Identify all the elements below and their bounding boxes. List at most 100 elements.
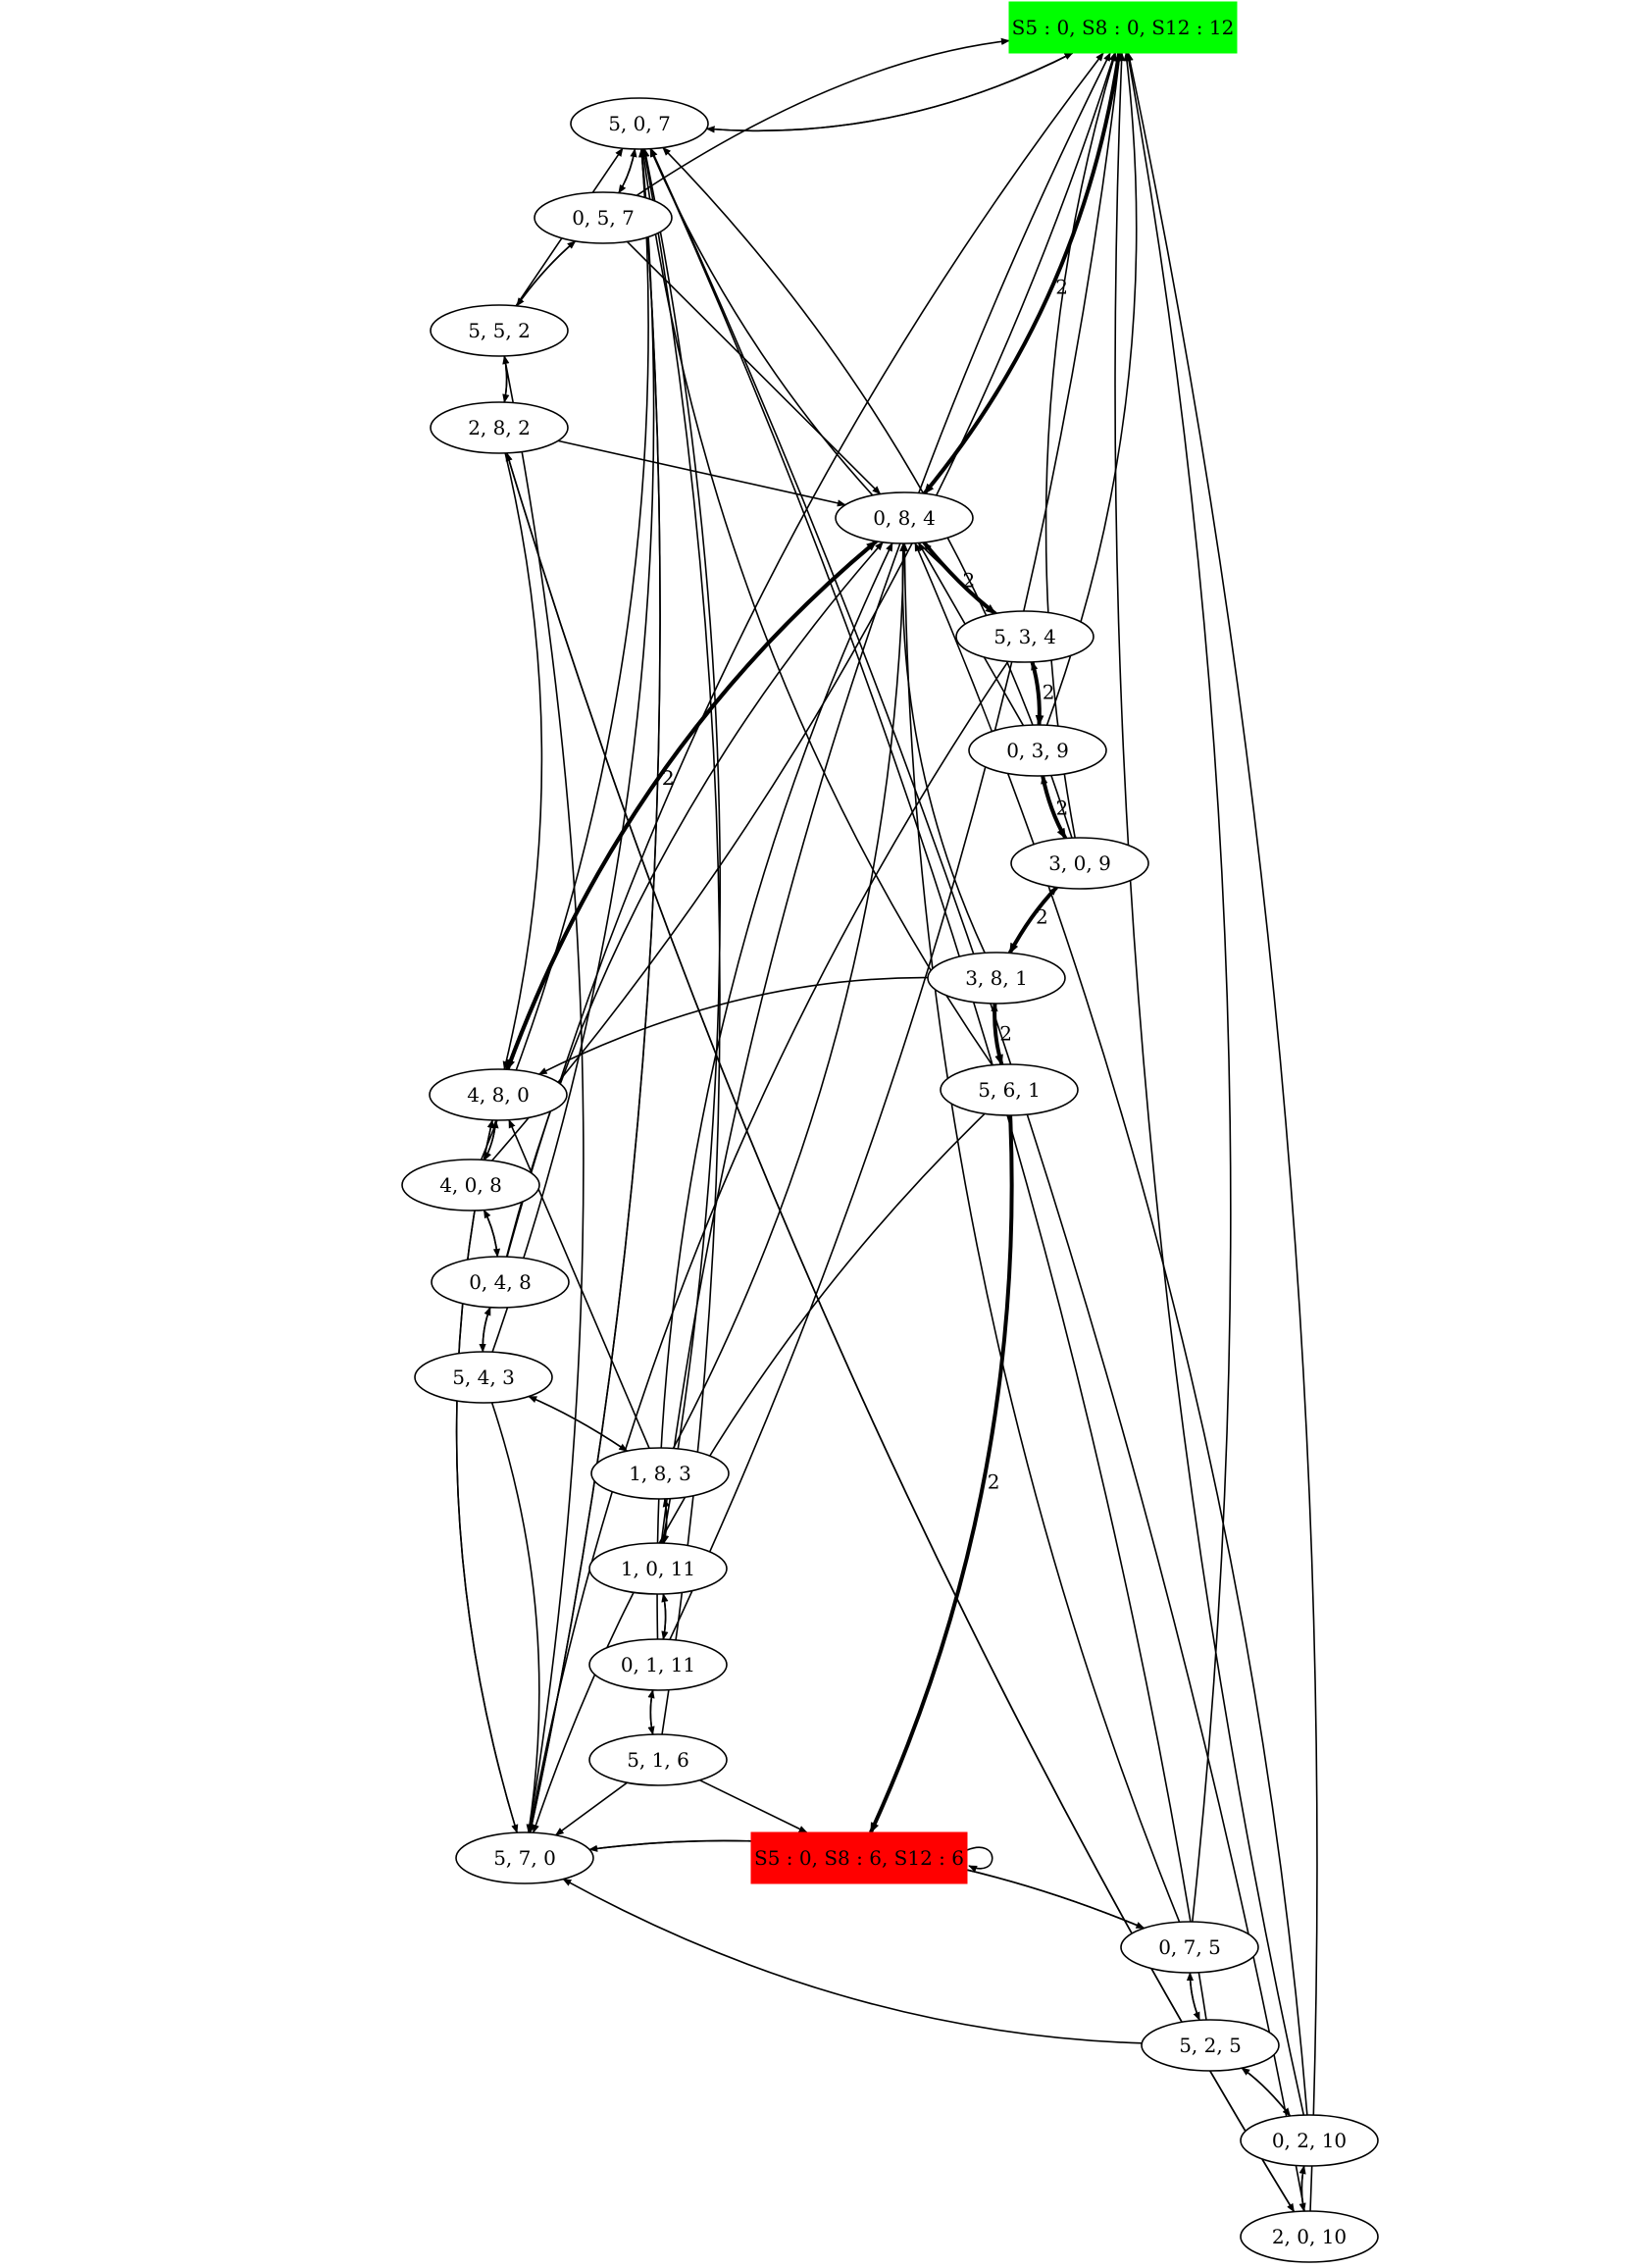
node-shape	[534, 191, 673, 244]
edge-n516-to-goal	[699, 1778, 808, 1833]
edge-line	[1031, 660, 1041, 726]
edge-n0210-to-start	[1114, 52, 1305, 2116]
edge-line	[705, 52, 1074, 133]
edge-line	[1241, 2067, 1292, 2117]
edge-n381-to-n480	[537, 976, 929, 1075]
edge-line	[639, 148, 993, 1066]
node-label: 0, 8, 4	[873, 506, 936, 530]
edge-weight-label: 2	[999, 1022, 1012, 1046]
edge-n282-to-n084	[557, 439, 846, 507]
edge-n0111-to-start	[669, 52, 1123, 1640]
node-shape	[588, 1638, 728, 1691]
start-state-node: S5 : 0, S8 : 0, S12 : 12	[1008, 1, 1238, 54]
edge-n507-to-n057	[618, 148, 636, 194]
node-label: 5, 3, 4	[993, 625, 1056, 648]
state-node: 0, 8, 4	[835, 491, 974, 544]
edge-n561-to-n381	[991, 1003, 1003, 1065]
edge-n480-to-n570	[455, 1119, 519, 1834]
node-label: 5, 5, 2	[468, 319, 531, 342]
edge-line	[502, 452, 543, 1070]
edge-line	[483, 1209, 499, 1258]
edge-line	[482, 1306, 491, 1353]
edge-line	[1114, 52, 1305, 2116]
node-shape	[927, 952, 1066, 1005]
edge-line	[649, 147, 997, 614]
edge-n561-to-n507	[639, 148, 993, 1066]
edge-n525-to-n570	[562, 1878, 1143, 2044]
node-label: 0, 7, 5	[1158, 1935, 1221, 1959]
state-node: 1, 0, 11	[588, 1542, 728, 1595]
edge-weight-label: 2	[988, 1470, 1000, 1494]
edge-n048-to-n084	[505, 541, 884, 1258]
node-shape	[588, 1733, 728, 1786]
edge-line	[455, 1119, 519, 1834]
state-node: 4, 8, 0	[429, 1068, 568, 1121]
edge-line	[1125, 52, 1232, 1923]
node-shape	[955, 610, 1094, 663]
edge-line	[480, 148, 649, 1160]
edge-line	[557, 439, 846, 507]
edge-line	[1041, 775, 1067, 839]
node-label: 0, 4, 8	[469, 1270, 532, 1294]
node-label: 5, 6, 1	[978, 1078, 1041, 1102]
edge-n552-to-n570	[503, 355, 585, 1833]
edge-n309-to-n039	[1041, 775, 1067, 839]
edge-n525-to-n075	[1186, 1972, 1200, 2021]
node-shape	[1240, 2210, 1379, 2263]
edge-line	[483, 1210, 501, 1258]
edge-line	[516, 240, 577, 307]
state-node: 3, 0, 9	[1010, 837, 1149, 890]
edge-n057-to-start	[636, 37, 1010, 196]
node-label: 5, 2, 5	[1179, 2034, 1242, 2057]
edge-n309-to-n381: 2	[1007, 886, 1058, 954]
edge-line	[1186, 1972, 1200, 2021]
edge-n507-to-start	[706, 52, 1074, 132]
state-node: 1, 8, 3	[590, 1447, 730, 1500]
edge-n534-to-n039: 2	[1030, 661, 1054, 727]
edge-n381-to-n561: 2	[993, 1003, 1012, 1066]
edge-n516-to-n0111	[647, 1689, 655, 1735]
edge-line	[508, 1118, 650, 1449]
node-label: 0, 3, 9	[1006, 739, 1069, 762]
edge-n570-to-n507	[529, 148, 661, 1833]
edge-line	[554, 1781, 628, 1836]
edge-line	[503, 355, 585, 1833]
edge-line	[661, 1593, 669, 1640]
state-node: 0, 4, 8	[431, 1256, 570, 1309]
edge-line	[626, 240, 882, 495]
edge-line	[516, 240, 577, 307]
node-shape	[1008, 1, 1238, 54]
state-node: 0, 1, 11	[588, 1638, 728, 1691]
edge-line	[966, 1846, 993, 1873]
node-shape	[431, 1256, 570, 1309]
state-node: 5, 2, 5	[1141, 2019, 1280, 2072]
edge-line	[647, 1689, 655, 1735]
state-node: 5, 5, 2	[430, 304, 569, 357]
node-label: 5, 0, 7	[608, 112, 671, 135]
edge-line	[642, 148, 722, 1544]
node-shape	[588, 1542, 728, 1595]
edge-n516-to-n570	[554, 1781, 628, 1836]
edge-n0111-to-n1011	[661, 1593, 669, 1640]
edge-line	[529, 148, 661, 1833]
edge-n408-to-n507	[480, 148, 649, 1160]
node-shape	[1010, 837, 1149, 890]
edge-n057-to-n507	[618, 148, 637, 194]
edge-n543-to-n048	[482, 1306, 491, 1353]
edge-weight-label: 2	[662, 766, 675, 790]
state-node: 5, 1, 6	[588, 1733, 728, 1786]
node-shape	[570, 97, 709, 150]
edge-line	[914, 541, 1308, 2116]
node-shape	[835, 491, 974, 544]
edge-n183-to-n084	[672, 542, 908, 1449]
edge-line	[490, 52, 1116, 1161]
edge-n2010-to-n507	[650, 147, 1305, 2212]
edge-n075-to-start	[1125, 52, 1232, 1923]
edge-line	[618, 148, 637, 194]
edge-line	[1126, 52, 1318, 2212]
state-node: 2, 8, 2	[430, 401, 569, 454]
state-node: 2, 0, 10	[1240, 2210, 1379, 2263]
edge-line	[660, 52, 1111, 1544]
edge-line	[923, 52, 1122, 494]
